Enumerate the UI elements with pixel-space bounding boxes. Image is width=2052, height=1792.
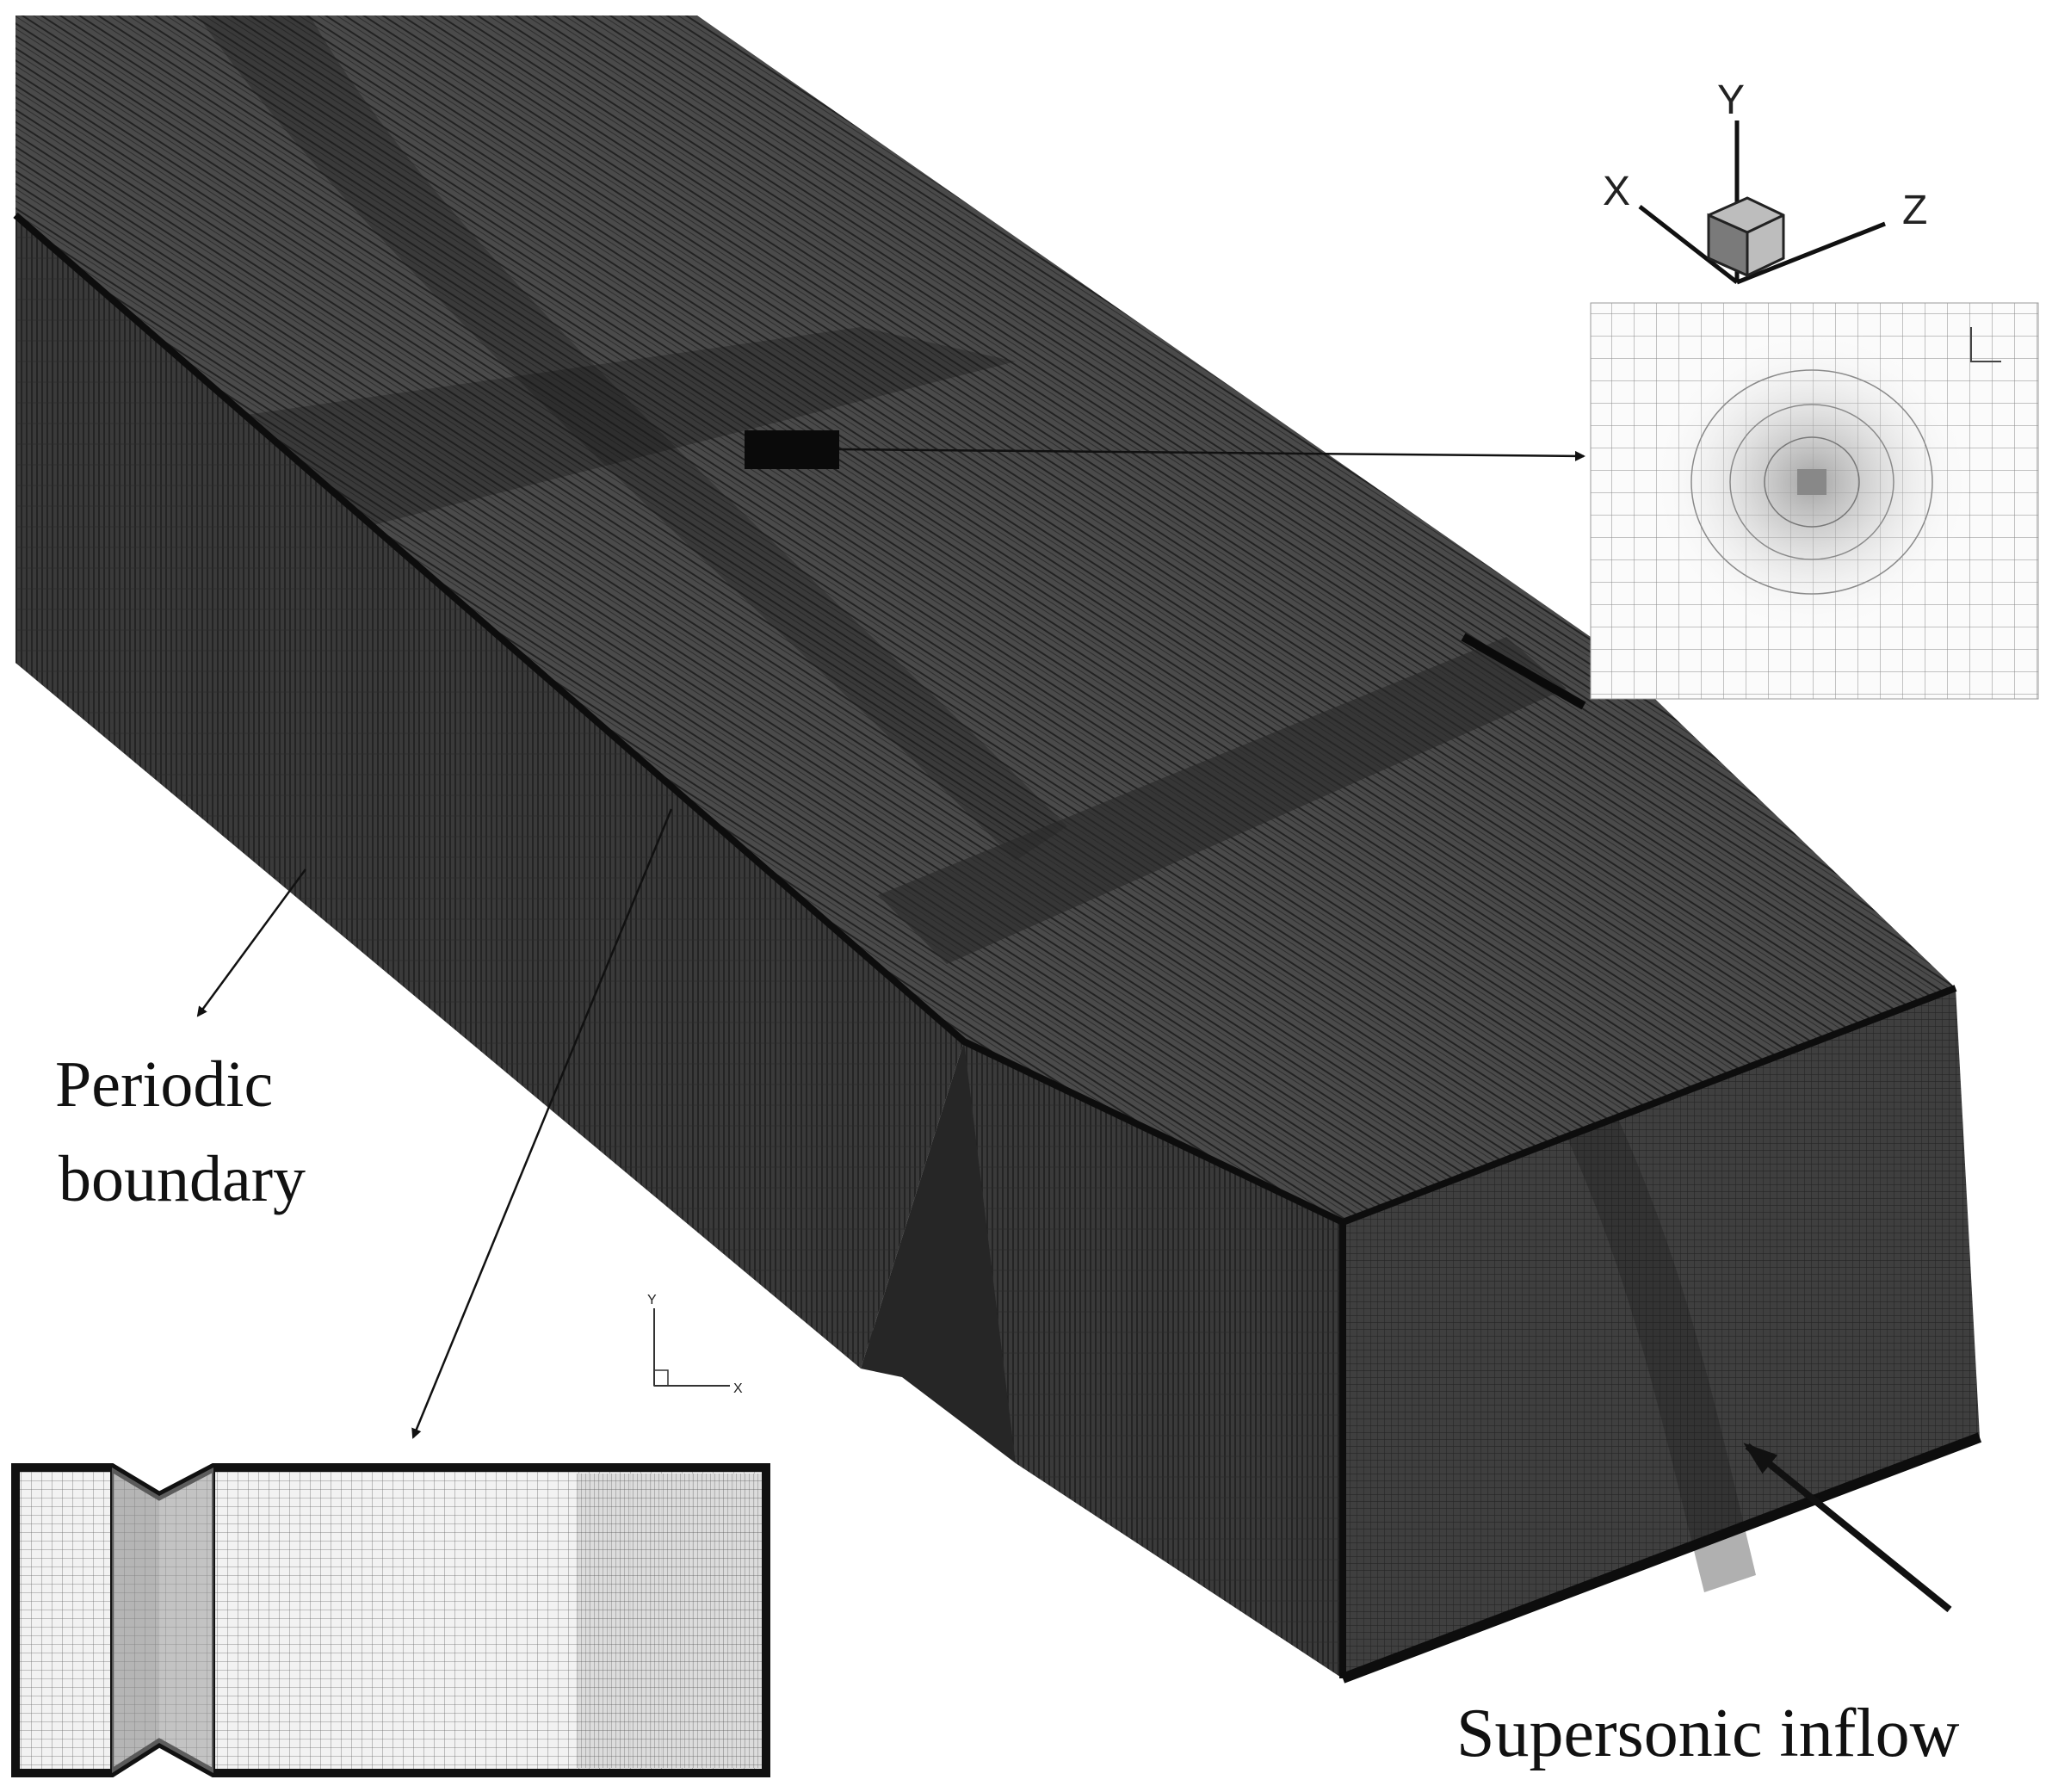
bottom-edge xyxy=(1340,1432,1982,1684)
inset-axes-icon xyxy=(1970,327,2001,362)
supersonic-arrow xyxy=(1743,1443,1952,1613)
annotation-arrows xyxy=(196,448,1952,1613)
cross-section-inset xyxy=(1590,302,2039,700)
channel-side-face-lower xyxy=(964,1041,1343,1678)
periodic-label-line2: boundary xyxy=(59,1143,306,1215)
inset-pointer-arrow xyxy=(838,448,1585,461)
periodic-label-line1: Periodic xyxy=(55,1048,273,1121)
triad-x-label: X xyxy=(1603,169,1630,214)
periodic-arrow xyxy=(196,868,307,1017)
throat-edge xyxy=(1461,633,1586,710)
side-view-y-label: Y xyxy=(647,1293,657,1307)
side-inset-arrow xyxy=(411,808,673,1439)
probe-patch xyxy=(745,430,839,469)
coordinate-triad: Y X Z xyxy=(1603,77,1927,285)
inflow-face xyxy=(1343,988,1980,1678)
side-view-dense-zone xyxy=(577,1474,762,1768)
side-view-x-label: X xyxy=(733,1381,743,1396)
channel-edges xyxy=(13,212,1957,1227)
text-labels: Periodic boundary Supersonic inflow xyxy=(55,1048,1960,1771)
triad-y-label: Y xyxy=(1717,77,1745,123)
top-face-shading xyxy=(198,15,1067,861)
channel-top-face xyxy=(15,15,1956,1222)
triad-z-label: Z xyxy=(1902,188,1927,233)
supersonic-label: Supersonic inflow xyxy=(1456,1696,1960,1771)
side-view-axes: Y X xyxy=(647,1293,743,1396)
throat-band xyxy=(878,637,1567,964)
side-view-inset: Y X xyxy=(11,1293,770,1777)
inflow-face-shading xyxy=(1567,1119,1756,1592)
channel-mesh xyxy=(13,15,1982,1684)
channel-side-face-main xyxy=(15,215,964,1369)
